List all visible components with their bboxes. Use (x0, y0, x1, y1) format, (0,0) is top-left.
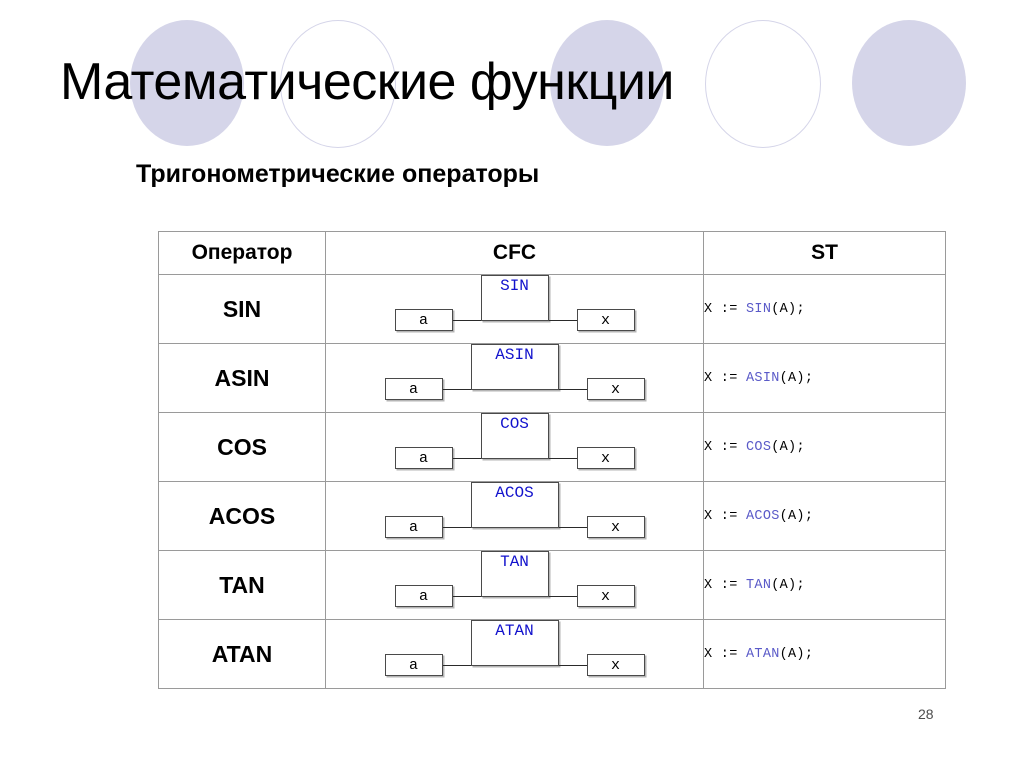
st-argument-suffix: (A); (779, 508, 814, 524)
operator-name: COS (158, 412, 326, 482)
cfc-input-pin[interactable]: a (384, 654, 443, 676)
st-code-cell: X := SIN(A); (703, 274, 946, 344)
cfc-input-wire (452, 319, 481, 321)
page-title: Математические функции (60, 53, 674, 111)
cfc-output-wire (558, 388, 587, 390)
cfc-input-pin[interactable]: a (384, 516, 443, 538)
cfc-output-wire (548, 457, 577, 459)
st-function-name: ASIN (746, 370, 780, 386)
cfc-input-pin[interactable]: a (394, 447, 453, 469)
cfc-input-wire (442, 388, 471, 390)
cfc-output-pin[interactable]: x (576, 585, 635, 607)
st-assignment-prefix: X := (704, 370, 747, 386)
section-subtitle: Тригонометрические операторы (136, 160, 540, 188)
st-assignment-prefix: X := (704, 301, 747, 317)
st-argument-suffix: (A); (779, 370, 814, 386)
st-assignment-prefix: X := (704, 577, 747, 593)
cfc-diagram-cell: a ATAN x (325, 619, 704, 689)
cfc-function-block-label: ACOS (495, 484, 534, 502)
cfc-diagram-cell: a TAN x (325, 550, 704, 620)
st-argument-suffix: (A); (771, 577, 805, 593)
page-number: 28 (918, 706, 934, 722)
cfc-function-block[interactable]: TAN (480, 551, 549, 597)
column-header-operator: Оператор (158, 231, 326, 275)
operator-name: TAN (158, 550, 326, 620)
cfc-output-pin[interactable]: x (586, 378, 645, 400)
cfc-input-wire (442, 526, 471, 528)
st-code-cell: X := COS(A); (703, 412, 946, 482)
cfc-output-pin[interactable]: x (586, 516, 645, 538)
cfc-diagram-cell: a COS x (325, 412, 704, 482)
cfc-diagram-cell: a ASIN x (325, 343, 704, 413)
table-header-row: Оператор CFC ST (158, 231, 946, 275)
cfc-input-wire (452, 595, 481, 597)
cfc-output-pin[interactable]: x (576, 309, 635, 331)
cfc-function-block-label: ASIN (495, 346, 534, 364)
cfc-function-block[interactable]: COS (480, 413, 549, 459)
cfc-input-pin[interactable]: a (394, 309, 453, 331)
cfc-function-block-label: ATAN (495, 622, 534, 640)
cfc-input-pin[interactable]: a (384, 378, 443, 400)
cfc-output-wire (548, 595, 577, 597)
ellipse-5 (852, 20, 966, 146)
st-function-name: TAN (746, 577, 772, 593)
cfc-output-wire (548, 319, 577, 321)
st-function-name: ACOS (746, 508, 780, 524)
cfc-output-pin[interactable]: x (576, 447, 635, 469)
cfc-function-block[interactable]: ATAN (470, 620, 559, 666)
st-function-name: ATAN (746, 646, 780, 662)
st-code-cell: X := ASIN(A); (703, 343, 946, 413)
operator-name: ASIN (158, 343, 326, 413)
st-function-name: SIN (746, 301, 772, 317)
cfc-function-block[interactable]: SIN (480, 275, 549, 321)
st-argument-suffix: (A); (771, 439, 805, 455)
cfc-input-pin[interactable]: a (394, 585, 453, 607)
cfc-function-block[interactable]: ASIN (470, 344, 559, 390)
column-header-st: ST (703, 231, 946, 275)
cfc-output-pin[interactable]: x (586, 654, 645, 676)
st-code-cell: X := ATAN(A); (703, 619, 946, 689)
st-assignment-prefix: X := (704, 646, 747, 662)
st-assignment-prefix: X := (704, 508, 747, 524)
st-code-cell: X := TAN(A); (703, 550, 946, 620)
cfc-function-block-label: COS (500, 415, 529, 433)
st-assignment-prefix: X := (704, 439, 747, 455)
operator-name: SIN (158, 274, 326, 344)
cfc-diagram-cell: a ACOS x (325, 481, 704, 551)
st-function-name: COS (746, 439, 772, 455)
st-argument-suffix: (A); (779, 646, 814, 662)
st-argument-suffix: (A); (771, 301, 805, 317)
cfc-diagram-cell: a SIN x (325, 274, 704, 344)
column-header-cfc: CFC (325, 231, 704, 275)
cfc-input-wire (452, 457, 481, 459)
cfc-function-block[interactable]: ACOS (470, 482, 559, 528)
cfc-function-block-label: SIN (500, 277, 529, 295)
cfc-output-wire (558, 526, 587, 528)
operator-name: ACOS (158, 481, 326, 551)
cfc-output-wire (558, 664, 587, 666)
operator-name: ATAN (158, 619, 326, 689)
cfc-input-wire (442, 664, 471, 666)
cfc-function-block-label: TAN (500, 553, 529, 571)
st-code-cell: X := ACOS(A); (703, 481, 946, 551)
ellipse-4 (705, 20, 821, 148)
